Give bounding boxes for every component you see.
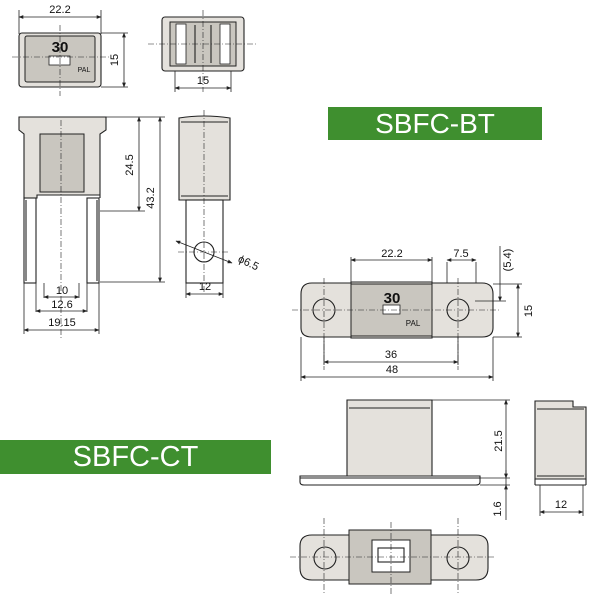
dim-bt-slot: 7.5 bbox=[453, 248, 468, 260]
dim-bt-offset: (5.4) bbox=[502, 249, 514, 272]
dim-bt-body-height: 21.5 bbox=[493, 430, 505, 451]
ct-top-view: 22.2 30 PAL 15 bbox=[12, 4, 128, 96]
dim-pin-inner: 10 bbox=[56, 285, 68, 297]
sbfc-bt-label-text: SBFC-BT bbox=[375, 108, 495, 139]
dim-overall-height: 43.2 bbox=[145, 187, 157, 208]
dim-top-height: 15 bbox=[109, 54, 121, 66]
dim-pin-length: 24.5 bbox=[124, 154, 136, 175]
bt-side-view: 12 bbox=[534, 400, 587, 516]
dim-bt-height: 15 bbox=[523, 305, 535, 317]
ct-side-top-view: 15 bbox=[148, 10, 258, 92]
dim-hole-diameter: ϕ6.5 bbox=[236, 253, 261, 273]
dim-pin-mid: 12.6 bbox=[51, 299, 72, 311]
fuse-band-top: PAL bbox=[78, 67, 91, 74]
sbfc-ct-label: SBFC-CT bbox=[0, 440, 271, 474]
ct-side-view: ϕ6.5 12 bbox=[175, 110, 261, 298]
dim-bt-overall: 48 bbox=[386, 364, 398, 376]
dim-bt-hole-pitch: 36 bbox=[385, 349, 397, 361]
dim-pin-outer: 19.15 bbox=[48, 317, 76, 329]
sbfc-bt-label: SBFC-BT bbox=[328, 107, 542, 140]
fuse-rating-bt: 30 bbox=[384, 290, 401, 307]
dim-bt-base: 1.6 bbox=[492, 501, 504, 516]
dim-top-width: 22.2 bbox=[49, 4, 70, 16]
ct-front-view: 24.5 43.2 10 12.6 19.15 bbox=[18, 116, 165, 340]
dim-side-top-width: 15 bbox=[197, 75, 209, 87]
sbfc-ct-label-text: SBFC-CT bbox=[72, 441, 199, 473]
dim-pin-width: 12 bbox=[199, 281, 211, 293]
bt-front-view: 21.5 1.6 bbox=[299, 399, 510, 520]
bt-top-view: 22.2 7.5 30 PAL 15 (5.4) 36 48 bbox=[292, 246, 535, 381]
fuse-band-bt: PAL bbox=[406, 319, 421, 328]
bt-bottom-view bbox=[290, 518, 496, 596]
dim-bt-body-width: 22.2 bbox=[381, 248, 402, 260]
dim-bt-side-width: 12 bbox=[555, 499, 567, 511]
